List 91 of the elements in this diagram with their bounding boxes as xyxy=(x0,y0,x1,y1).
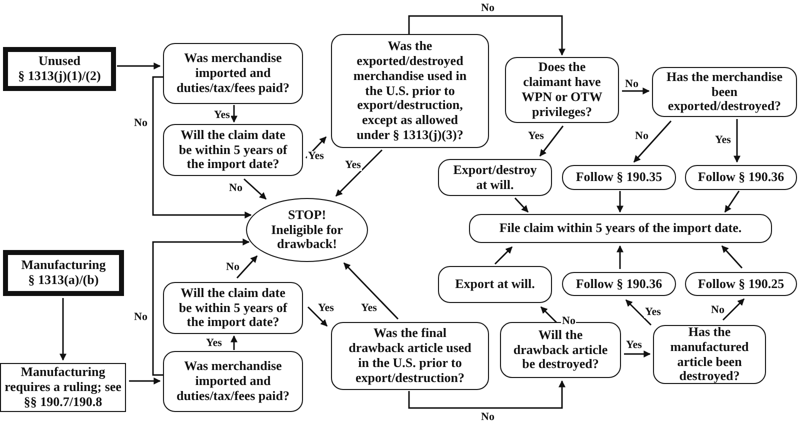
node-text: Follow § 190.35 xyxy=(576,170,662,185)
node-text: Manufacturing requires a ruling; see §§ 190.7/190.8 xyxy=(4,365,122,410)
node-text: Does the claimant have WPN or OTW privileges? xyxy=(520,60,604,120)
stop-ellipse xyxy=(246,198,368,262)
arrow xyxy=(408,15,566,56)
arrow xyxy=(307,306,328,327)
arrow xyxy=(244,178,267,200)
edge-label: Yes xyxy=(625,340,643,351)
arrow xyxy=(335,149,383,197)
node-text: Follow § 190.36 xyxy=(576,276,662,292)
arrow xyxy=(616,245,624,269)
edge-label: Yes xyxy=(205,338,223,349)
decision-box xyxy=(163,351,303,412)
arrow xyxy=(722,298,745,321)
node-text: STOP! Ineligible for drawback! xyxy=(270,208,344,252)
node-text: File claim within 5 years of the import date. xyxy=(499,221,742,236)
arrow xyxy=(152,238,250,376)
arrow xyxy=(494,246,513,265)
edge-label: No xyxy=(133,312,148,323)
arrow xyxy=(129,378,161,384)
decision-box xyxy=(331,34,489,148)
node-text: Export at will. xyxy=(455,277,535,292)
decision-box xyxy=(562,165,676,190)
decision-box xyxy=(653,325,766,384)
arrow xyxy=(230,105,238,123)
decision-box xyxy=(331,322,489,390)
edge-label: No xyxy=(634,131,650,142)
arrow xyxy=(734,119,740,163)
arrow xyxy=(152,76,252,218)
node-text: Will the claim date be within 5 years of the import date? xyxy=(178,286,288,330)
node-text: Has the merchandise been exported/destroyed? xyxy=(665,70,784,114)
edge-label: Yes xyxy=(714,135,732,146)
arrow xyxy=(540,306,559,325)
edge-label: No xyxy=(480,412,496,423)
arrow xyxy=(305,136,327,159)
arrow xyxy=(230,335,238,350)
arrow xyxy=(236,255,258,278)
arrow xyxy=(724,190,740,213)
node-text: Was merchandise imported and duties/tax/fees paid? xyxy=(176,51,290,96)
arrow xyxy=(539,126,564,157)
edge-label: Yes xyxy=(644,307,662,318)
node-text: Unused xyxy=(38,54,80,69)
arrow xyxy=(625,299,652,326)
node-text: § 1313(a)/(b) xyxy=(28,273,99,288)
arrow xyxy=(721,245,743,268)
arrow xyxy=(624,350,651,358)
decision-box xyxy=(652,67,797,117)
decision-box xyxy=(438,266,552,303)
node-text: Export/destroy at will. xyxy=(452,162,538,192)
arrow xyxy=(622,88,650,94)
arrow xyxy=(343,262,399,320)
arrow xyxy=(514,197,529,213)
edge-label: No xyxy=(228,183,244,194)
node-text: Manufacturing xyxy=(21,258,106,273)
edge-label: No xyxy=(225,262,240,273)
edge-label: No xyxy=(561,316,576,327)
arrow xyxy=(616,191,624,213)
edge-label: No xyxy=(133,118,148,129)
edge-label: Yes xyxy=(344,160,362,171)
edge-label: Yes xyxy=(213,110,231,121)
decision-box xyxy=(685,272,797,296)
arrow xyxy=(633,120,672,163)
decision-box xyxy=(685,165,797,190)
arrow xyxy=(117,62,161,70)
edge-label: No xyxy=(624,79,640,90)
node-text: Follow § 190.36 xyxy=(698,170,784,185)
arrow xyxy=(408,380,566,409)
node-text: Will the claim date be within 5 years of the import date? xyxy=(178,128,288,172)
decision-box xyxy=(163,43,303,104)
edge-label: No xyxy=(480,3,496,14)
decision-box xyxy=(562,272,676,296)
node-text: Follow § 190.25 xyxy=(698,276,784,292)
node-text: Was the exported/destroyed merchandise used in the U.S. prior to export/destruction, except as allowed under § 1313(j)(3)? xyxy=(352,39,468,143)
node-text: Was the final drawback article used in the U.S. prior to export/destruction? xyxy=(348,326,472,386)
decision-box xyxy=(505,57,619,123)
decision-box xyxy=(469,214,772,243)
decision-box xyxy=(163,124,303,176)
node-text: § 1313(j)(1)/(2) xyxy=(18,69,101,84)
node-text: Was merchandise imported and duties/tax/fees paid? xyxy=(176,359,290,404)
node-text: Will the drawback article be destroyed? xyxy=(512,328,609,372)
start-box xyxy=(3,47,116,91)
edge-label: Yes xyxy=(360,303,378,314)
start-box xyxy=(3,250,124,296)
decision-box xyxy=(438,159,552,196)
edge-label: Yes xyxy=(527,131,545,142)
arrow xyxy=(60,298,66,361)
edge-label: Yes xyxy=(317,303,335,314)
node-text: Has the manufactured article been destroyed? xyxy=(669,324,750,384)
edge-label: Yes xyxy=(307,151,325,162)
edge-label: No xyxy=(710,305,726,316)
decision-box xyxy=(163,282,303,334)
